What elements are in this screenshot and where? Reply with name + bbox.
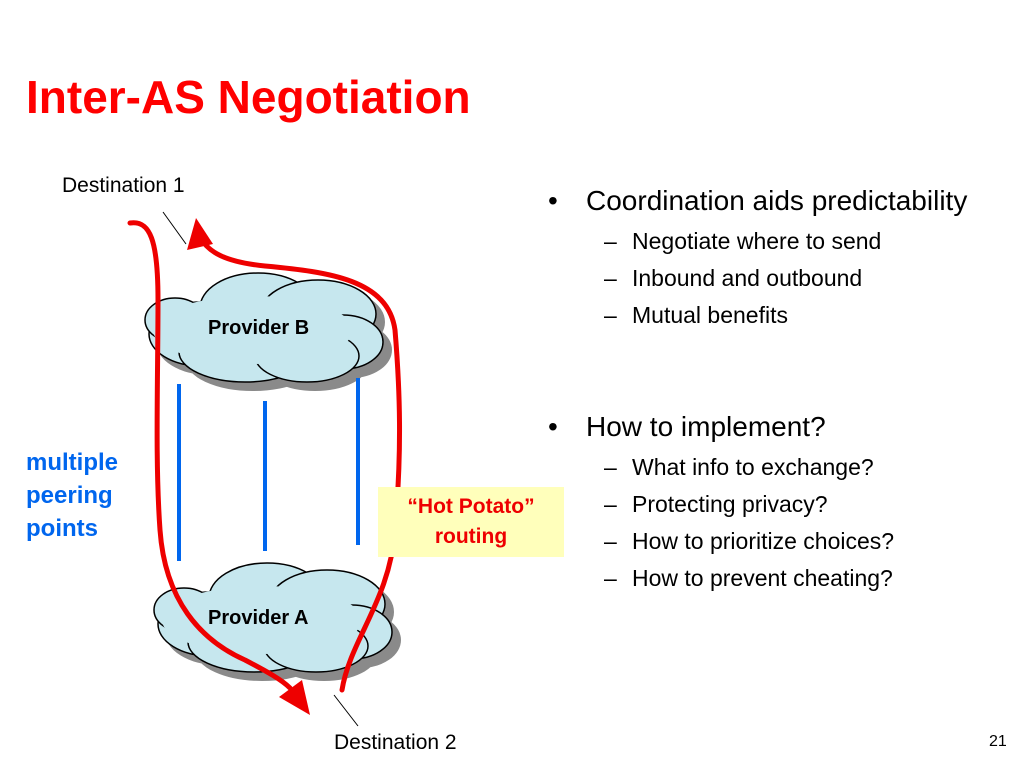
destination-1-pointer — [162, 211, 187, 245]
hot-potato-callout: “Hot Potato” routing — [378, 487, 564, 557]
dash-icon: – — [604, 302, 617, 328]
bullet-dot-icon: • — [548, 411, 558, 442]
sub-bullet-item: – How to prevent cheating? — [548, 560, 1008, 596]
sub-bullet-text: What info to exchange? — [632, 454, 874, 480]
route-to-destination-1 — [197, 234, 403, 693]
sub-bullet-item: – How to prioritize choices? — [548, 523, 1008, 559]
sub-bullet-item: – Inbound and outbound — [548, 260, 1008, 296]
peering-label-line: multiple — [26, 449, 119, 476]
route-arrowhead-down — [279, 680, 310, 715]
provider-b-label: Provider B — [208, 317, 310, 339]
route-to-destination-2 — [127, 220, 293, 691]
dash-icon: – — [604, 454, 617, 480]
sub-bullet-item: – Negotiate where to send — [548, 223, 1008, 259]
dash-icon: – — [604, 265, 617, 291]
route-arrowhead-up — [187, 218, 213, 250]
bullet-text: How to implement? — [586, 411, 826, 442]
destination-2-label: Destination 2 — [334, 731, 457, 754]
bullet-item: • Coordination aids predictability — [548, 183, 1008, 219]
peering-label-line: peering — [26, 482, 113, 509]
slide-title: Inter-AS Negotiation — [26, 71, 471, 123]
sub-bullet-item: – What info to exchange? — [548, 449, 1008, 485]
sub-bullet-item: – Mutual benefits — [548, 297, 1008, 333]
sub-bullet-text: How to prevent cheating? — [632, 565, 893, 591]
bullet-item: • How to implement? — [548, 409, 1008, 445]
hot-potato-line: routing — [434, 525, 508, 548]
dash-icon: – — [604, 228, 617, 254]
hot-potato-line: “Hot Potato” — [407, 495, 535, 518]
sub-bullet-item: – Protecting privacy? — [548, 486, 1008, 522]
destination-1-label: Destination 1 — [62, 174, 185, 197]
sub-bullet-text: Protecting privacy? — [632, 491, 828, 517]
peering-points-label: multiple peering points — [26, 446, 118, 545]
destination-2-pointer — [333, 694, 359, 727]
sub-bullet-text: Inbound and outbound — [632, 265, 863, 291]
sub-bullet-text: How to prioritize choices? — [632, 528, 895, 554]
sub-bullet-text: Negotiate where to send — [632, 228, 882, 254]
dash-icon: – — [604, 565, 617, 591]
bullet-text: Coordination aids predictability — [586, 185, 968, 216]
bullet-dot-icon: • — [548, 185, 558, 216]
dash-icon: – — [604, 491, 617, 517]
dash-icon: – — [604, 528, 617, 554]
peering-label-line: points — [26, 515, 98, 542]
sub-bullet-text: Mutual benefits — [632, 302, 788, 328]
page-number: 21 — [989, 733, 1007, 750]
provider-b-cloud — [144, 272, 392, 391]
provider-a-label: Provider A — [208, 607, 309, 629]
bullet-list: • Coordination aids predictability – Neg… — [548, 183, 1008, 596]
